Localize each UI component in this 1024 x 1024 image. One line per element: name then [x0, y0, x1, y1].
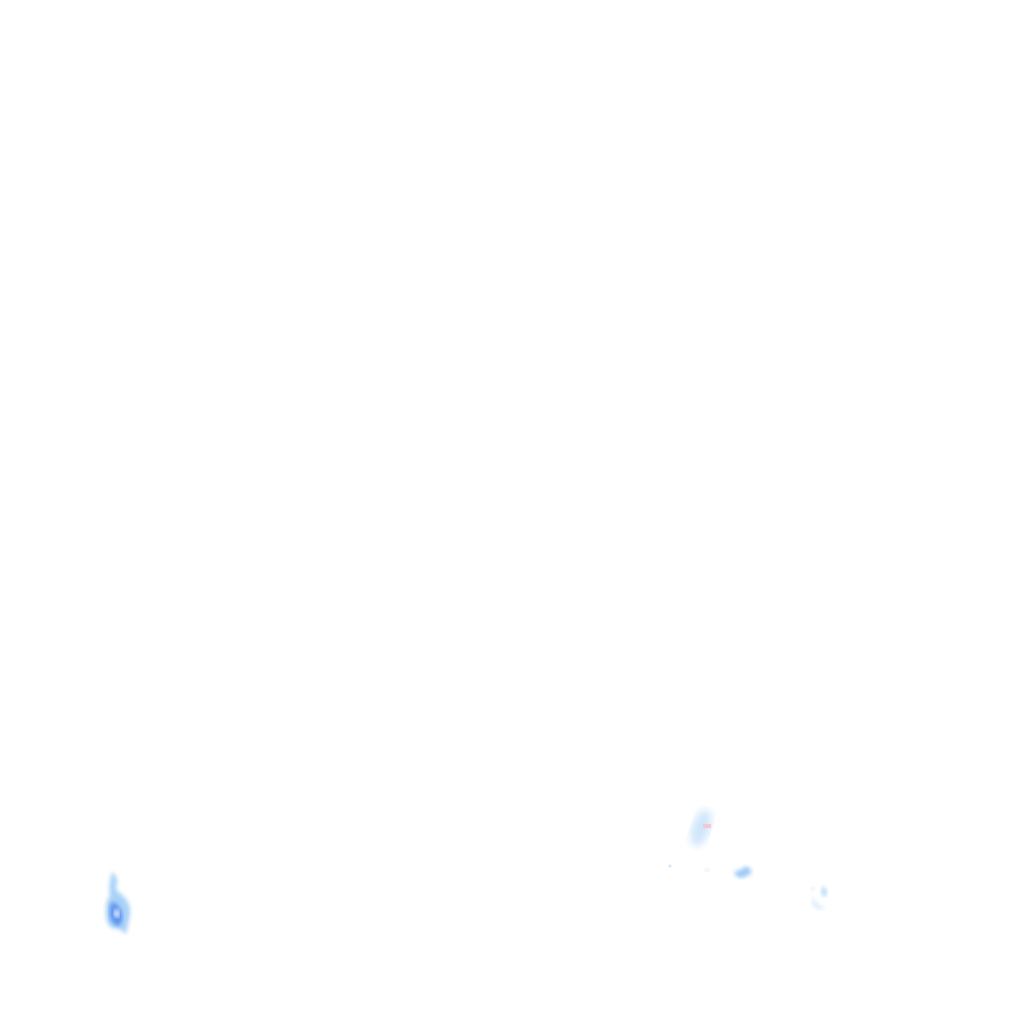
echo-cluster-west: [105, 872, 131, 934]
cell-core: [703, 824, 711, 828]
echo-scattered-east: [668, 864, 828, 910]
echo-cell-east: [690, 809, 712, 847]
